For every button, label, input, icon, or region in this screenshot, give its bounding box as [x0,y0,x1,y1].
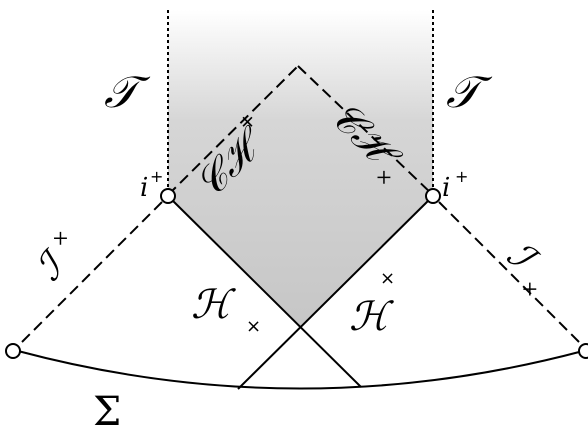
i-plus-right-label: i [442,173,450,203]
shaded-interior-region [168,10,433,327]
horizon-right-label: ℋ [349,294,394,340]
null-infinity-right-sub: × [517,276,543,302]
horizon-left-line [167,195,362,388]
horizon-right-sup: × [380,268,395,289]
horizon-left-label: ℋ [191,282,236,328]
T-right-label: 𝒯 [446,67,493,118]
horizon-right-line [237,195,434,390]
horizon-left-sub: × [246,316,261,337]
cauchy-horizon-plus-line [167,65,299,196]
null-infinity-left-text: ℐ [27,241,75,289]
cauchy-horizon-cross-line [297,65,434,196]
null-infinity-left-sup: × [48,226,74,252]
null-infinity-right-label: ℐ × [499,233,547,302]
sigma-label: Σ [93,389,121,433]
null-infinity-right-text: ℐ [499,233,547,281]
sigma-hypersurface-curve [17,350,584,390]
null-infinity-left-label: ℐ × [27,226,75,290]
null-infinity-left-line [17,201,163,347]
i-plus-right-point [425,188,441,204]
T-left-label: 𝒯 [104,67,151,118]
spatial-infinity-left-point [5,343,21,359]
i-plus-right-sup: + [455,167,468,186]
i-plus-left-sup: + [150,167,163,186]
spatial-infinity-right-point [578,343,588,359]
i-plus-left-label: i [140,173,148,203]
i-plus-left-point [160,188,176,204]
